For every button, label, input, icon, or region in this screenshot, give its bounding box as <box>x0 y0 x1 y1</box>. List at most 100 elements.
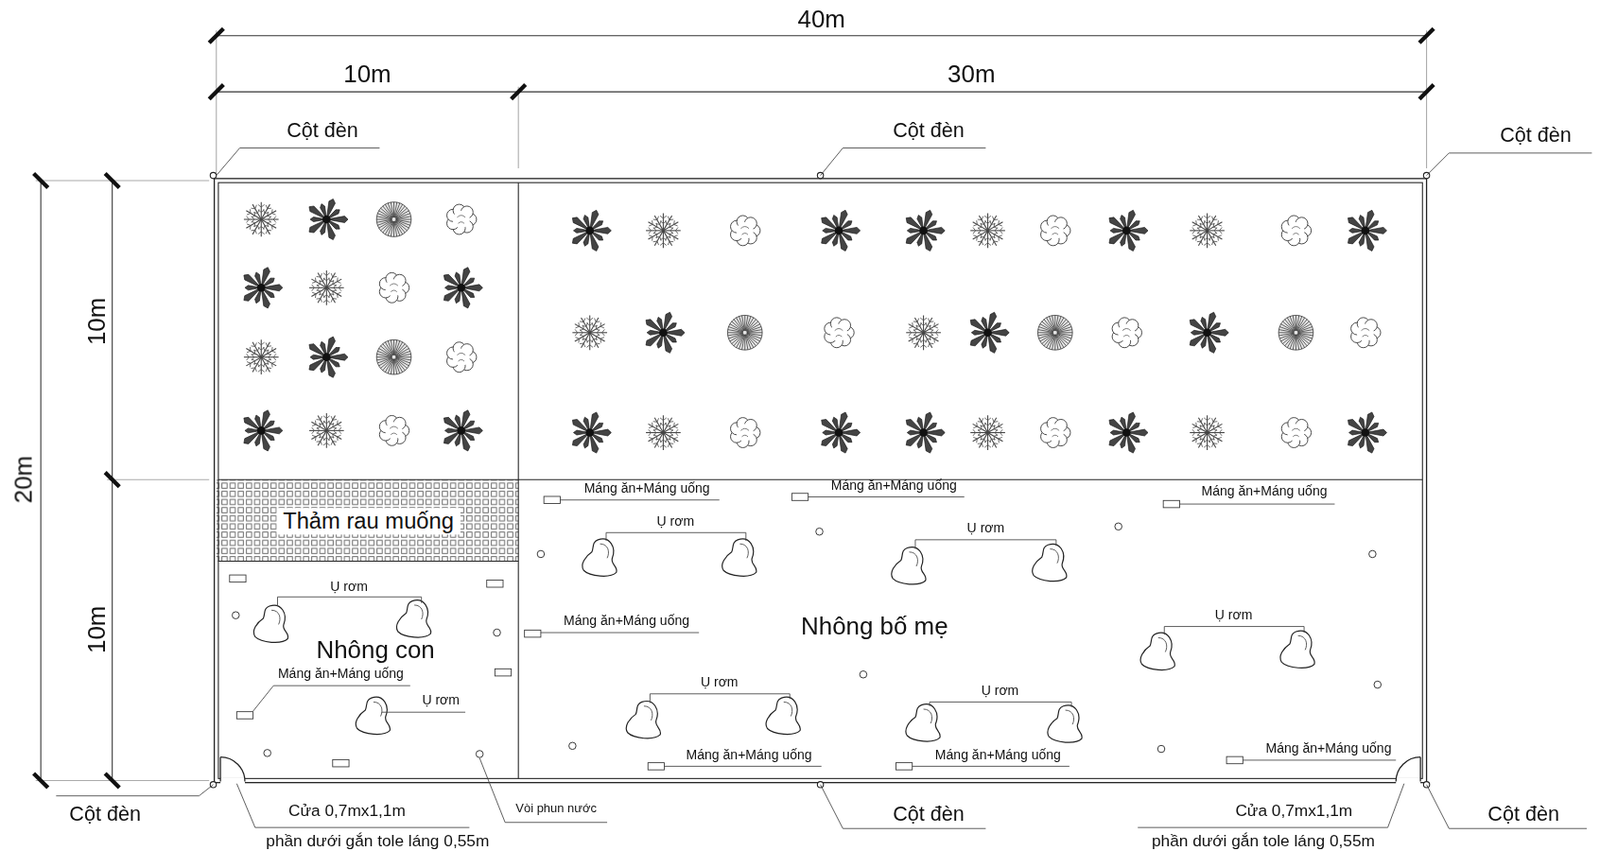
feeder-trough <box>524 629 541 638</box>
sprinkler <box>859 671 868 679</box>
plant-symbol <box>821 412 861 453</box>
plant-symbol <box>905 412 945 453</box>
dimension-label: 20m <box>10 455 37 504</box>
dimension-label: 30m <box>947 61 995 88</box>
sprinkler <box>475 750 484 759</box>
plant-symbol <box>645 312 685 353</box>
callout-label: Cột đèn <box>892 118 965 141</box>
callout-label: Vòi phun nước <box>515 802 597 817</box>
leader-lines <box>55 147 1592 829</box>
plant-symbol <box>572 314 608 350</box>
plant-symbol <box>376 339 412 375</box>
leader-line <box>382 712 466 714</box>
straw-mound <box>722 539 757 576</box>
leader-line <box>912 765 1070 767</box>
leader-line <box>1137 783 1405 828</box>
leader-line <box>479 758 608 823</box>
plant-symbol <box>730 215 761 246</box>
feeder-trough <box>332 759 349 767</box>
leader-line <box>1164 626 1305 636</box>
plant-symbol <box>1347 412 1387 453</box>
leader-line <box>1426 153 1593 176</box>
callout-label: Cửa 0,7mx1,1m <box>288 801 406 820</box>
callout-label: Cột đèn <box>892 801 965 825</box>
plant-symbol <box>243 410 283 452</box>
feeder-trough <box>236 712 253 720</box>
straw-mound <box>891 547 926 585</box>
plant-symbol <box>1189 312 1229 353</box>
plant-symbol <box>443 267 483 309</box>
plant-symbol <box>1281 417 1311 449</box>
straw-mound <box>765 696 800 734</box>
plant-symbol <box>1109 412 1148 453</box>
vegetable-bed: Thảm rau muống <box>218 480 519 560</box>
water-spinach-patch <box>216 479 519 561</box>
feeder-trough <box>543 496 560 505</box>
feeder-trough <box>486 579 504 588</box>
callout-label: Ụ rơm <box>421 694 460 709</box>
sprinkler <box>1157 745 1166 753</box>
zone-title: Nhông con <box>315 636 435 663</box>
plant-symbol <box>905 314 941 350</box>
straw-mound <box>905 704 940 742</box>
plant-symbol <box>730 417 761 449</box>
feeder-trough <box>791 493 808 502</box>
straw-mound <box>626 701 661 739</box>
leader-line <box>253 685 411 712</box>
sprinkler <box>569 742 577 750</box>
leader-line <box>55 784 213 797</box>
sprinkler <box>816 527 824 536</box>
leader-line <box>1426 784 1587 829</box>
sprinkler <box>537 550 545 558</box>
callout-label: Máng ăn+Máng uống <box>278 667 404 682</box>
plant-symbol <box>727 314 763 350</box>
straw-mound <box>1047 705 1082 743</box>
plant-symbol <box>1278 314 1314 350</box>
plant-symbol <box>243 267 283 309</box>
callout-label: Máng ăn+Máng uống <box>686 747 813 763</box>
leader-line <box>606 532 747 541</box>
callout-label: Cột đèn <box>69 801 141 825</box>
sprinkler <box>1373 680 1382 689</box>
plant-symbol <box>243 339 279 375</box>
sprinkler <box>1114 522 1123 531</box>
feeder-trough <box>895 763 912 771</box>
straw-mound <box>1280 630 1315 668</box>
sprinkler <box>1369 550 1377 558</box>
leader-line <box>1179 504 1335 505</box>
leader-line <box>820 147 987 175</box>
sprinkler <box>263 749 272 758</box>
callout-label: Cột đèn <box>286 118 359 141</box>
plant-symbol <box>970 415 1006 451</box>
plant-symbol <box>572 209 611 251</box>
light-poles <box>209 172 1430 788</box>
feeder-trough <box>1163 500 1180 508</box>
plant-symbol <box>970 312 1009 353</box>
plant-symbol <box>1109 209 1148 251</box>
callout-label: Ụ rơm <box>700 675 739 690</box>
dimension-label: 10m <box>83 606 110 654</box>
plant-symbol <box>309 270 345 306</box>
dimension-label: 10m <box>343 61 391 88</box>
leader-line <box>278 596 422 607</box>
leader-line <box>820 784 987 829</box>
plant-symbol <box>309 198 348 240</box>
dimension-label: 40m <box>797 5 845 33</box>
callout-label: Ụ rơm <box>981 683 1020 698</box>
straw-mound <box>396 600 431 638</box>
callout-label: Ụ rơm <box>1215 608 1253 623</box>
leader-line <box>540 632 699 634</box>
plant-symbol <box>1347 209 1387 251</box>
plant-symbol <box>905 209 945 251</box>
plant-symbol <box>970 213 1006 249</box>
straw-mound <box>582 539 617 576</box>
zone-title: Nhông bố mẹ <box>798 612 952 640</box>
plant-symbol <box>309 336 348 378</box>
feeder-trough <box>1226 756 1243 765</box>
zone-title: Thảm rau muống <box>277 507 461 535</box>
callout-label: Máng ăn+Máng uống <box>831 478 957 493</box>
plant-symbol <box>821 209 861 251</box>
callout-label: phần dưới gắn tole láng 0,55m <box>1151 832 1375 851</box>
feeder-trough <box>229 574 246 583</box>
sprinkler <box>493 628 502 637</box>
